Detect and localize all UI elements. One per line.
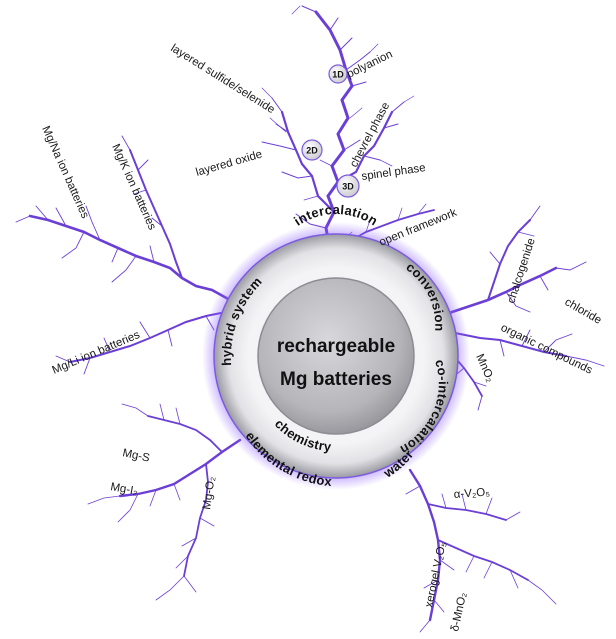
branch-left-upper — [130, 150, 182, 278]
label-mg-s: Mg-S — [121, 447, 151, 465]
label-mg-i2: Mg-I₂ — [109, 481, 138, 498]
label-chalcogenide: chalcogenide — [505, 237, 537, 305]
center-title-line1: rechargeable — [277, 336, 395, 357]
label-mno2: MnO₂ — [473, 352, 496, 384]
label-alpha-v2o5: α-V₂O₅ — [453, 486, 490, 501]
branch-left-trunk — [30, 216, 230, 300]
branch-bottom-left-twigs — [88, 404, 214, 600]
label-mg-o2: Mg-O₂ — [201, 476, 218, 511]
center-title-line2: Mg batteries — [280, 369, 392, 390]
node-3d-label: 3D — [342, 182, 354, 192]
label-layered-oxide: layered oxide — [195, 148, 264, 178]
label-chloride: chloride — [563, 296, 604, 327]
node-1d-label: 1D — [332, 70, 344, 80]
central-hub: rechargeable Mg batteries intercalation … — [202, 202, 470, 490]
label-layered-sulfide-selenide: layered sulfide/selenide — [168, 42, 276, 116]
label-mg-na: Mg/Na ion batteries — [39, 124, 91, 220]
label-xerogel-v2o5: xerogel V₂O₅ — [423, 541, 449, 609]
label-spinel-phase: spinel phase — [361, 162, 427, 183]
label-polyanion: polyanion — [345, 48, 395, 80]
label-chevrel-phase: chevrel phase — [348, 101, 392, 170]
node-2d-label: 2D — [306, 146, 318, 156]
label-organic-compounds: organic compounds — [499, 322, 595, 377]
label-open-framework: open framework — [378, 207, 459, 249]
branch-top-left — [282, 112, 334, 212]
label-mg-li: Mg/Li ion batteries — [50, 329, 141, 377]
label-delta-mno2: δ-MnO₂ — [449, 591, 469, 632]
label-mg-k: Mg/K ion batteries — [109, 142, 158, 232]
